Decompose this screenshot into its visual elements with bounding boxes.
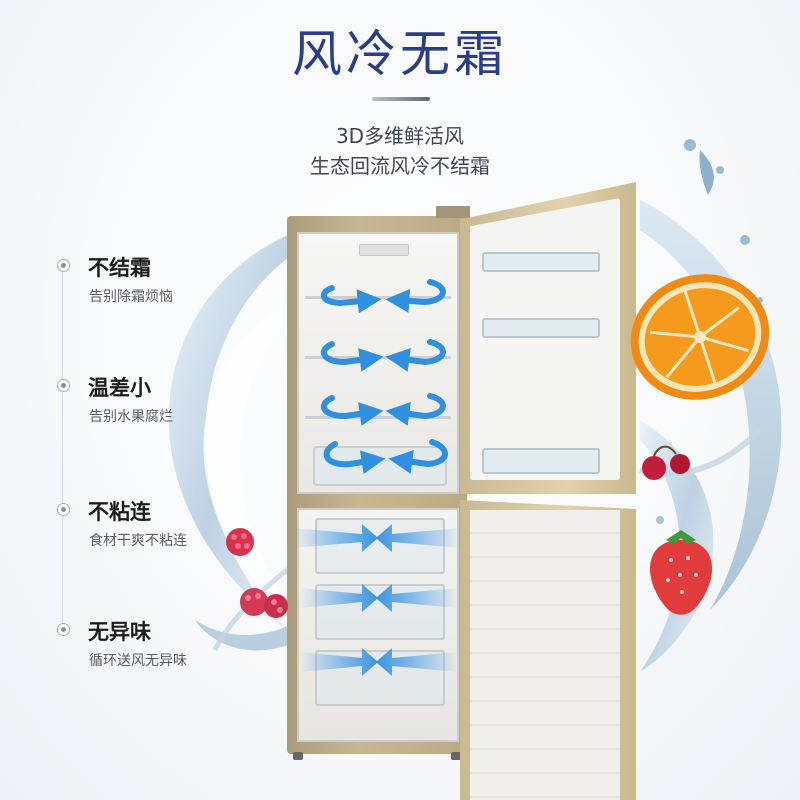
airflow-arrow-icon [323,439,448,475]
feature-desc: 循环送风无异味 [89,653,187,669]
fridge-foot [451,752,461,760]
airflow-arrow-icon [300,648,458,676]
freezer-compartment [297,508,459,742]
door-rack [482,318,600,338]
door-rack [482,448,600,474]
feature-title: 不粘连 [88,500,151,524]
bullet-dot-icon [57,259,70,272]
bullet-dot-icon [57,503,70,516]
door-hinge [436,206,470,218]
fridge-foot [293,752,303,760]
feature-title: 温差小 [88,376,151,400]
bullet-dot-icon [57,379,70,392]
door-inner-panel [470,510,620,800]
cherry-icon [642,445,690,480]
feature-desc: 食材干爽不粘连 [89,533,187,549]
feature-list: 不结霜 告别除霜烦恼 温差小 告别水果腐烂 不粘连 食材干爽不粘连 无异味 循环… [52,248,242,688]
subtitle-line-1: 3D多维鲜活风 [335,124,465,148]
airflow-arrow-icon [320,279,446,314]
door-inner-panel [470,198,620,480]
raspberry-icon [240,588,288,618]
airflow-arrow-icon [300,584,458,612]
subtitle-line-2: 生态回流风冷不结霜 [310,154,490,178]
feature-desc: 告别水果腐烂 [89,409,173,425]
title-underline [372,97,430,101]
airflow-arrow-icon [320,339,446,372]
freezer-drawer [315,518,445,574]
feature-title: 无异味 [88,620,151,644]
page-title: 风冷无霜 [292,25,508,83]
raspberry-icon [226,528,254,556]
orange-slice-icon [630,274,770,400]
feature-connector-line [62,272,63,632]
door-rack [482,252,600,272]
strawberry-icon [649,530,713,615]
bullet-dot-icon [57,623,70,636]
control-panel [359,244,409,256]
airflow-arrow-icon [292,524,462,552]
feature-title: 不结霜 [88,256,151,280]
feature-desc: 告别除霜烦恼 [89,289,173,305]
airflow-arrow-icon [320,393,446,426]
